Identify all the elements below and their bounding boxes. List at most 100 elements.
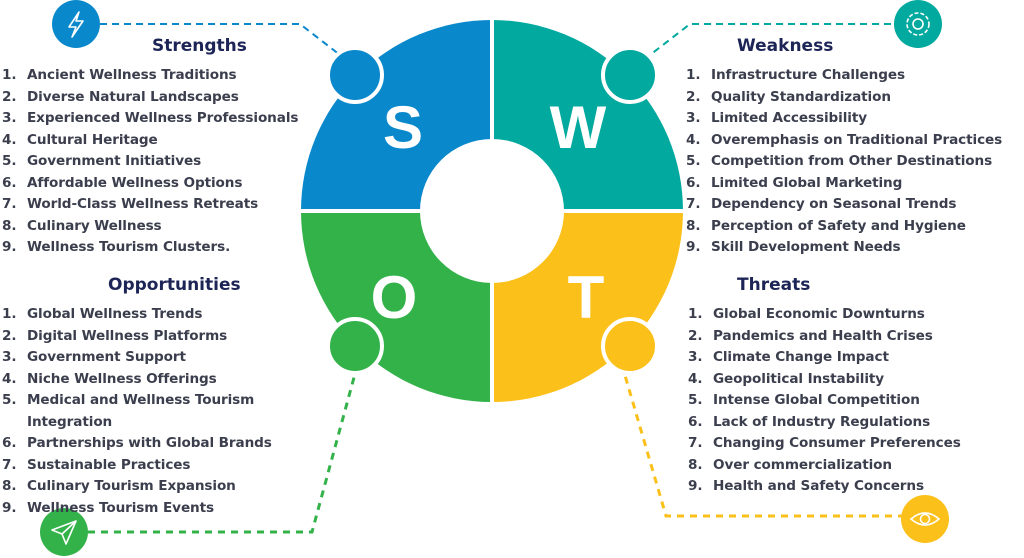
strengths-list-item: 8.Culinary Wellness — [2, 216, 298, 238]
item-number: 7. — [688, 435, 703, 451]
weakness-list-item: 6. Limited Global Marketing — [686, 173, 1002, 195]
item-number: 5. — [2, 153, 17, 169]
item-text: Government Support — [27, 349, 186, 365]
item-number: 8. — [686, 217, 701, 234]
opportunities-list-item: 9.Wellness Tourism Events — [2, 498, 272, 520]
strengths-knob — [326, 46, 384, 104]
item-text: Diverse Natural Landscapes — [27, 88, 239, 105]
item-text: Limited Accessibility — [711, 110, 867, 126]
item-text: Perception of Safety and Hygiene — [711, 217, 966, 234]
item-number: 4. — [2, 131, 17, 148]
opportunities-list-item: 4. Niche Wellness Offerings — [2, 369, 272, 391]
item-number: 8. — [2, 478, 17, 494]
item-number: 6. — [688, 413, 703, 430]
item-number: 9. — [688, 478, 703, 494]
strengths-connector — [100, 23, 341, 56]
item-text-continued: Integration — [27, 413, 113, 430]
item-text: Quality Standardization — [711, 88, 891, 105]
strengths-list-item: 9. Wellness Tourism Clusters. — [2, 237, 298, 259]
threats-list-item: 4. Geopolitical Instability — [688, 369, 961, 391]
item-text: Culinary Tourism Expansion — [27, 478, 236, 494]
item-number: 3. — [2, 110, 17, 126]
item-text: Competition from Other Destinations — [711, 153, 993, 169]
item-number: 3. — [686, 110, 701, 126]
strengths-list-item: 6.Affordable Wellness Options — [2, 173, 298, 195]
item-text: Climate Change Impact — [713, 349, 889, 365]
strengths-list-item: 2.Diverse Natural Landscapes — [2, 87, 298, 109]
item-text: Over commercialization — [713, 456, 892, 473]
opportunities-title: Opportunities — [108, 275, 241, 295]
strengths-list-item: 4. Cultural Heritage — [2, 130, 298, 152]
weakness-list-item: 2. Quality Standardization — [686, 87, 1002, 109]
threats-knob — [601, 317, 659, 375]
item-number: 6. — [686, 174, 701, 191]
item-number: 2. — [686, 88, 701, 105]
item-number: 7. — [686, 196, 701, 212]
threats-title: Threats — [737, 275, 811, 295]
item-number: 4. — [2, 370, 17, 387]
opportunities-list-item: 7. Sustainable Practices — [2, 455, 272, 477]
threats-list-item: 2.Pandemics and Health Crises — [688, 326, 961, 348]
weakness-letter: W — [550, 94, 607, 161]
threats-list-item: 7.Changing Consumer Preferences — [688, 433, 961, 455]
opportunities-knob — [326, 317, 384, 375]
lightning-bolt-icon — [52, 0, 100, 48]
item-number: 7. — [2, 456, 17, 473]
item-number: 1. — [688, 306, 703, 322]
item-text: Sustainable Practices — [27, 456, 191, 473]
opportunities-connector — [88, 347, 364, 534]
strengths-list-item: 5. Government Initiatives — [2, 151, 298, 173]
item-text: Cultural Heritage — [27, 131, 158, 148]
strengths-list-item: 7.World-Class Wellness Retreats — [2, 194, 298, 216]
item-text: Medical and Wellness Tourism — [27, 392, 255, 408]
item-text: Infrastructure Challenges — [711, 67, 905, 83]
opportunities-list-item: 1.Global Wellness Trends — [2, 304, 272, 326]
item-number: 3. — [2, 349, 17, 365]
item-number: 9. — [2, 239, 17, 255]
item-text: Government Initiatives — [27, 153, 202, 169]
opportunities-list-item: 2. Digital Wellness Platforms — [2, 326, 272, 348]
opportunities-list-item: 6.Partnerships with Global Brands — [2, 433, 272, 455]
threats-connector — [615, 347, 905, 518]
paper-plane-icon — [40, 508, 88, 556]
item-text: Experienced Wellness Professionals — [27, 110, 299, 126]
item-text: Digital Wellness Platforms — [27, 327, 228, 344]
weakness-title: Weakness — [737, 36, 834, 56]
item-text: Wellness Tourism Clusters. — [27, 239, 231, 255]
weakness-list-item: 7.Dependency on Seasonal Trends — [686, 194, 1002, 216]
weakness-list-item: 8. Perception of Safety and Hygiene — [686, 216, 1002, 238]
item-text: Ancient Wellness Traditions — [27, 67, 237, 83]
item-number: 3. — [688, 349, 703, 365]
weakness-list-item: 4.Overemphasis on Traditional Practices — [686, 130, 1002, 152]
item-text: Culinary Wellness — [27, 217, 162, 234]
item-number: 9. — [2, 499, 17, 516]
gear-icon — [894, 0, 942, 48]
opportunities-letter: O — [371, 264, 418, 331]
item-number: 5. — [688, 392, 703, 408]
threats-list-item: 9. Health and Safety Concerns — [688, 476, 961, 498]
opportunities-list-item: 3. Government Support — [2, 347, 272, 369]
item-text: World-Class Wellness Retreats — [27, 196, 259, 212]
item-text: Geopolitical Instability — [713, 370, 885, 387]
item-text: Niche Wellness Offerings — [27, 370, 217, 387]
item-number: 2. — [688, 327, 703, 344]
threats-list-item: 8. Over commercialization — [688, 455, 961, 477]
weakness-list-item: 3. Limited Accessibility — [686, 108, 1002, 130]
opportunities-list-item: 8. Culinary Tourism Expansion — [2, 476, 272, 498]
threats-list-item: 1.Global Economic Downturns — [688, 304, 961, 326]
item-text: Limited Global Marketing — [711, 174, 903, 191]
item-number: 4. — [688, 370, 703, 387]
item-text: Intense Global Competition — [713, 392, 920, 408]
item-text: Health and Safety Concerns — [713, 478, 924, 494]
strengths-list-item: 1.Ancient Wellness Traditions — [2, 65, 298, 87]
item-number: 2. — [2, 327, 17, 344]
item-number: 8. — [688, 456, 703, 473]
strengths-list-item: 3. Experienced Wellness Professionals — [2, 108, 298, 130]
item-number: 9. — [686, 239, 701, 255]
eye-icon — [901, 495, 949, 543]
